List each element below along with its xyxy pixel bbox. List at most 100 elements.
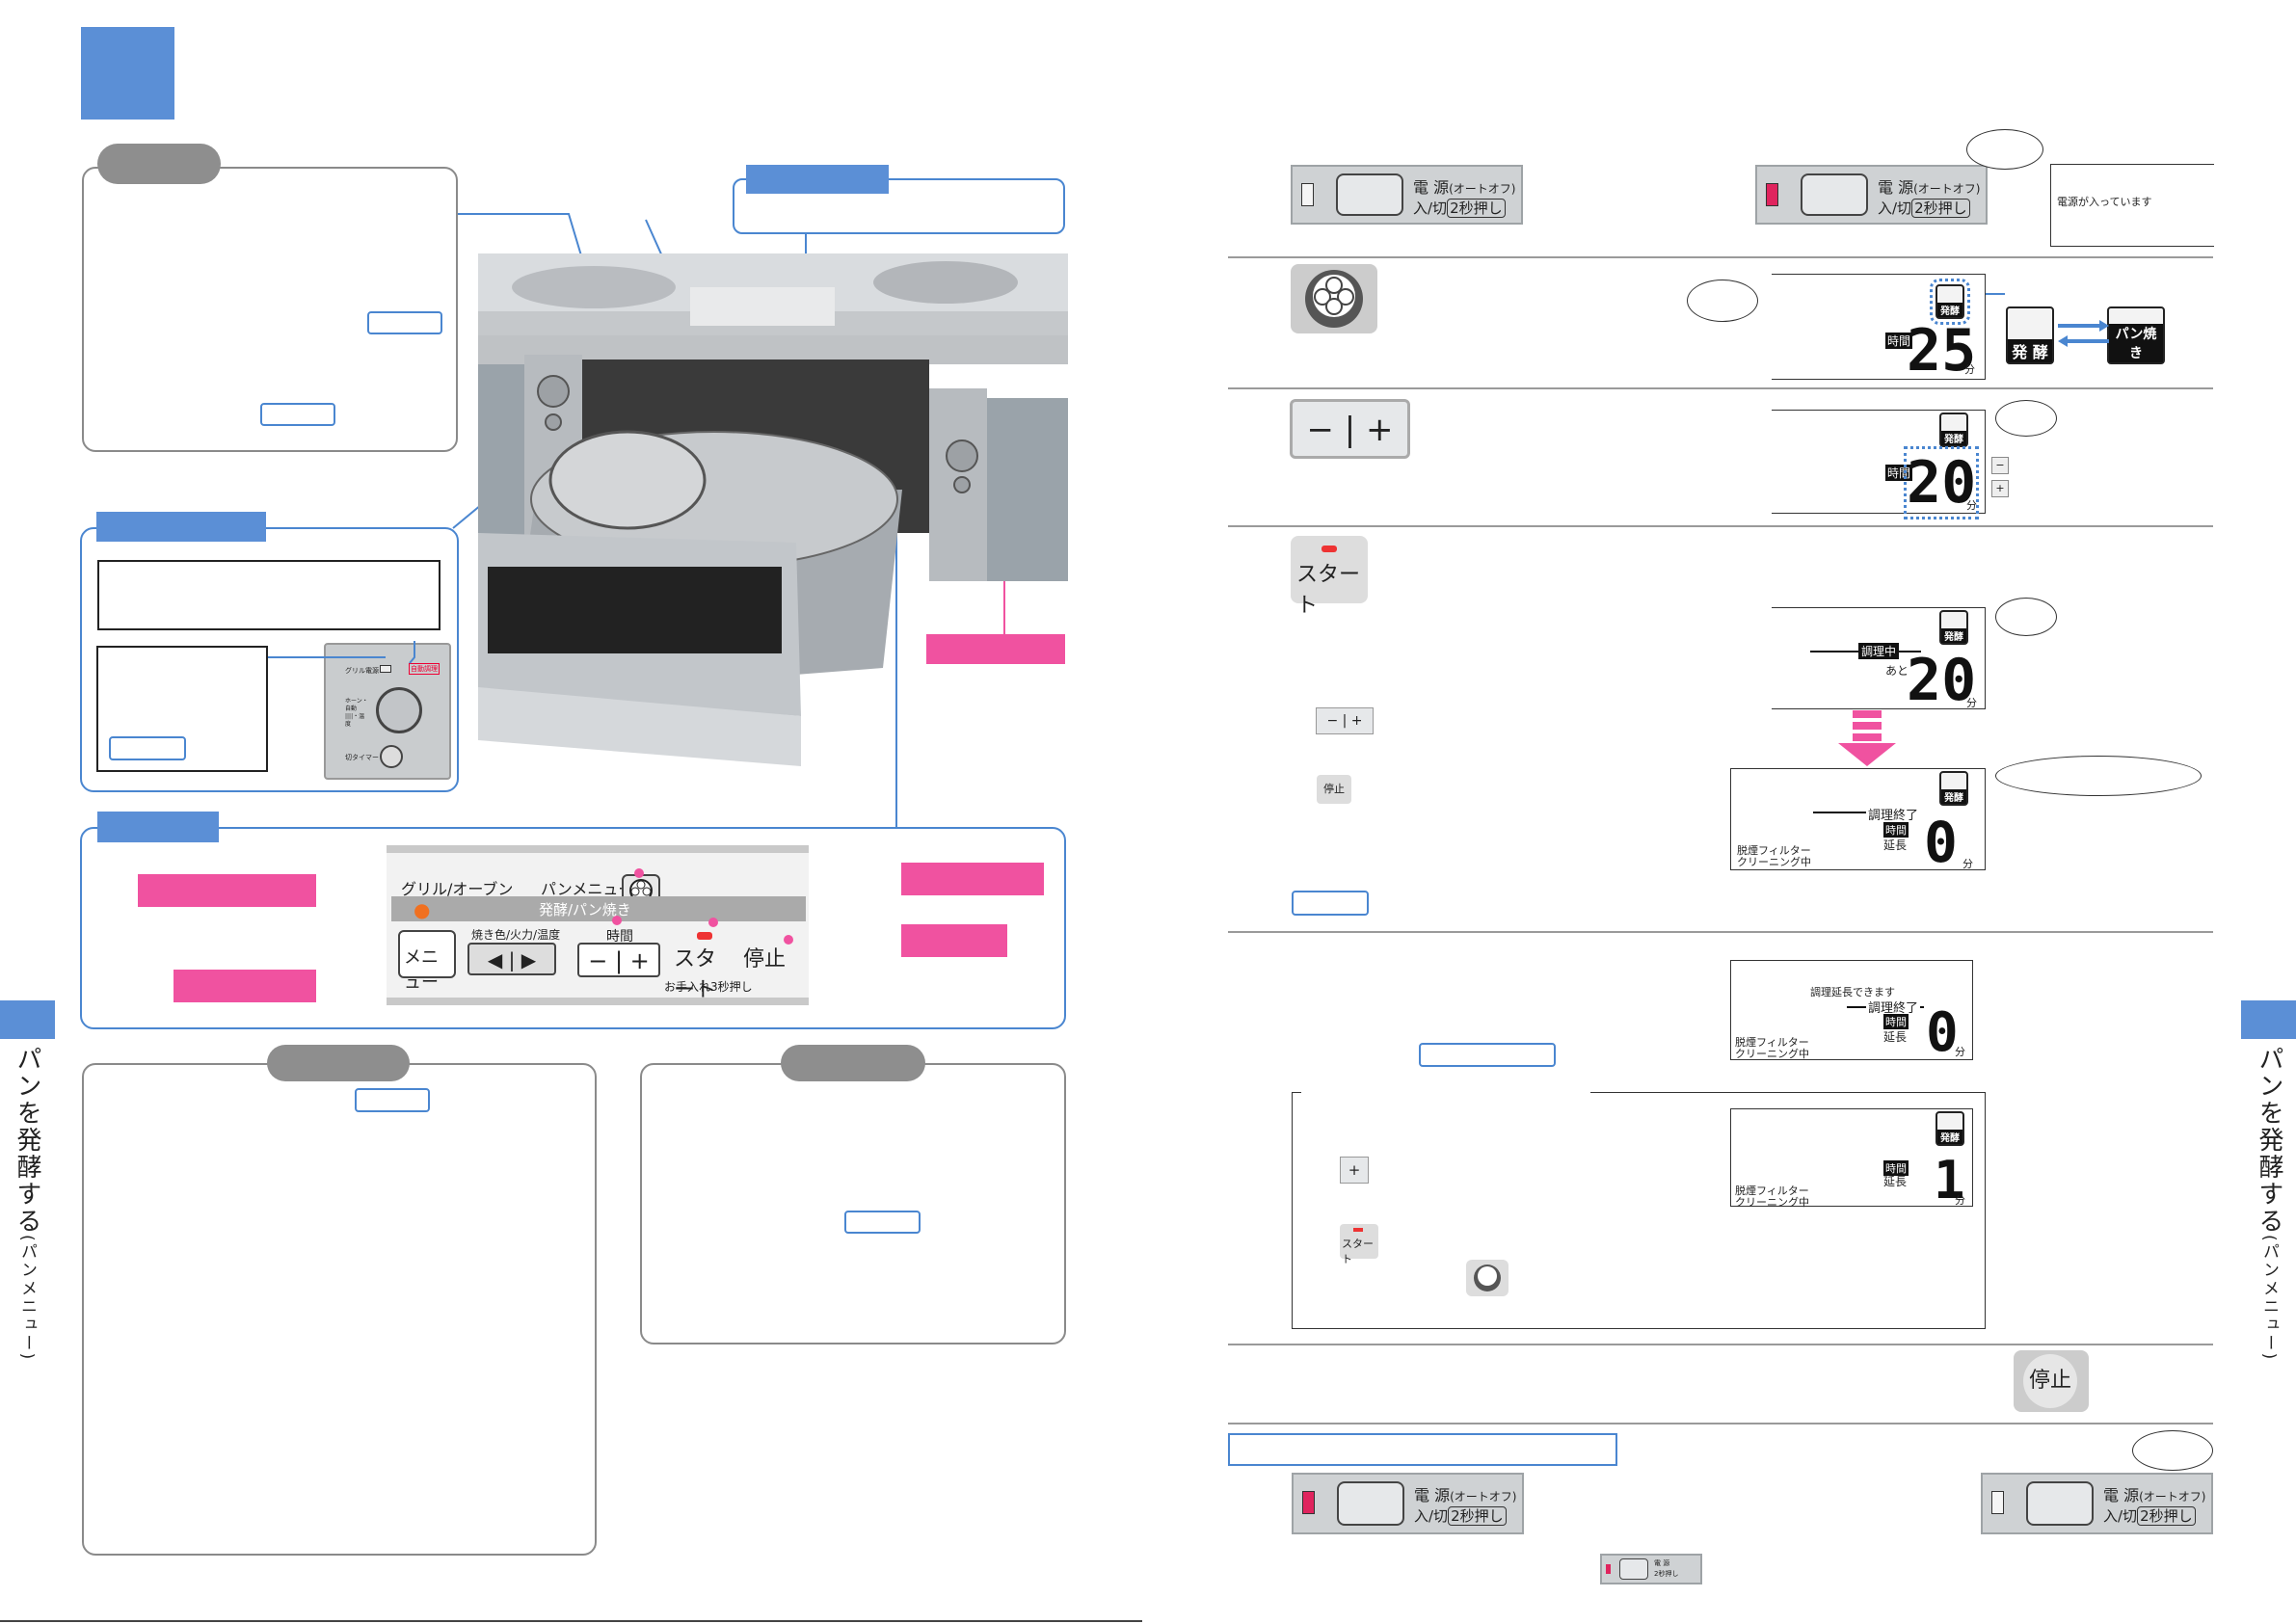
time-label: 時間 [606, 929, 633, 945]
power-auto-on-text: (オートオフ) [1913, 182, 1981, 196]
start-led [697, 932, 712, 940]
pink-tag-start [901, 863, 1044, 895]
filter-label-6b: クリーニング中 [1735, 1196, 1809, 1209]
time-adjust-large[interactable]: − | + [1290, 399, 1410, 459]
down-arrow-icon [1838, 710, 1896, 766]
power-led-off [1301, 183, 1314, 206]
power-button-2[interactable] [1337, 1481, 1404, 1526]
power-button[interactable] [1336, 173, 1403, 216]
menu-button[interactable]: メニュー [398, 930, 456, 993]
ref-button-5[interactable] [844, 1211, 921, 1234]
sidebar-sub-right: (パンメニュー) [2259, 1235, 2279, 1362]
ref-button-1[interactable] [367, 311, 442, 334]
power-auto-text: (オートオフ) [1449, 182, 1516, 196]
power-label-text: 電 源 [1413, 178, 1450, 197]
power-label-on: 電 源(オートオフ) [1878, 174, 1980, 198]
stop-small-label: 停止 [1323, 783, 1345, 795]
sidebar-title-left: パンを発酵する [13, 1046, 41, 1235]
ref-button-4[interactable] [355, 1088, 430, 1112]
grill-dial[interactable] [376, 687, 422, 733]
chouri-chu-label: 調理中 [1858, 643, 1900, 659]
encho-dekimasu-label: 調理延長できます [1810, 986, 1895, 998]
flower-icon [629, 879, 653, 902]
start-icon-ext-label: スタート [1342, 1238, 1374, 1265]
power-button-3[interactable] [2026, 1481, 2094, 1526]
lcd-step5: 調理延長できます 調理終了 時間 延長 0 分 脱煙フィルター クリーニング中 [1730, 960, 1973, 1064]
stove-illustration [478, 253, 1068, 766]
stop-icon-label: 停止 [2028, 1369, 2071, 1393]
pan-menu-icon-ext[interactable] [1466, 1260, 1508, 1296]
auto-cook-label: 自動調理 [409, 663, 440, 675]
closeup-markers [612, 868, 793, 945]
mode-hakko-label: 発 酵 [2008, 339, 2052, 362]
encho-label: 延長 [1883, 839, 1908, 852]
grill-panel-connectors [268, 641, 415, 664]
encho-label-6: 延長 [1883, 1175, 1908, 1188]
time-display-20: 20 [1903, 446, 1980, 519]
down-arrow [1838, 710, 1896, 768]
ref-button-2[interactable] [260, 403, 335, 426]
info-box-bottom-left-tab [267, 1045, 410, 1081]
speech-bubble-6 [2132, 1430, 2213, 1471]
dial-label: ホーン・自動 ||||・温度 [345, 698, 368, 728]
power-auto-2-text: (オートオフ) [1450, 1490, 1517, 1504]
ref-button-3[interactable] [109, 736, 186, 760]
jikan-label-3: 時間 [1885, 465, 1913, 481]
plus-key-ext[interactable]: + [1340, 1157, 1369, 1184]
time-adjust-button[interactable]: − | + [577, 943, 660, 977]
plus-small-key[interactable]: + [1991, 480, 2009, 497]
time-display-0: 0 [1924, 810, 1958, 875]
stop-button[interactable]: 停止 [743, 942, 791, 976]
fun-label-2: 分 [1964, 363, 1975, 376]
speech-bubble-4 [1995, 598, 2057, 636]
encho-label-5: 延長 [1883, 1030, 1908, 1044]
start-icon-large[interactable]: スタート [1291, 536, 1368, 618]
row-divider-2 [1228, 387, 2213, 389]
ref-button-6[interactable] [1292, 891, 1369, 916]
lcd-step2: 発酵 時間 25 分 [1772, 274, 1986, 385]
info-box-tab [97, 144, 221, 184]
power-label: 電 源(オートオフ) [1413, 174, 1515, 198]
timer-label: 切タイマー [345, 754, 379, 761]
jikan-label-2: 時間 [1885, 333, 1913, 349]
mode-hakko-icon: 発 酵 [2006, 306, 2054, 364]
grill-power-led [380, 665, 391, 673]
fun-label-6: 分 [1955, 1046, 1965, 1058]
pan-menu-icon-large[interactable] [1291, 264, 1377, 333]
pink-tag-left-bottom [174, 970, 316, 1002]
hakko-badge-4: 発酵 [1941, 628, 1966, 643]
ref-button-7[interactable] [1419, 1043, 1556, 1067]
hakko-badge-6: 発酵 [1937, 1130, 1962, 1144]
power-button-mini[interactable] [1619, 1558, 1648, 1580]
power-led-mini [1606, 1564, 1611, 1574]
mid-note-box [97, 560, 441, 630]
filter-label-5b: クリーニング中 [1735, 1048, 1809, 1060]
yakiiro-button[interactable]: ◀ | ▶ [467, 943, 556, 975]
power-hold-2-text: 2秒押し [1448, 1506, 1507, 1526]
encho-jikan: 時間 [1883, 822, 1909, 838]
info-box-bottom-right [640, 1063, 1066, 1344]
fun-label-7: 分 [1955, 1194, 1965, 1207]
control-panel-closeup: グリル/オーブン パンメニュー ● 発酵/パン焼き メニュー 焼き色/火力/温度… [387, 845, 809, 1005]
minus-small-key[interactable]: − [1991, 457, 2009, 474]
filter-label-1: 脱煙フィルター [1737, 844, 1811, 857]
stop-small-icon[interactable]: 停止 [1317, 775, 1351, 804]
start-button[interactable]: スタート [674, 942, 735, 1002]
encho-jikan-5: 時間 [1883, 1014, 1909, 1029]
pan-menu-label: パンメニュー [541, 880, 634, 898]
start-icon-ext[interactable]: スタート [1340, 1224, 1378, 1265]
pink-tag-left-top [138, 874, 316, 907]
time-adjust-small[interactable]: − | + [1316, 707, 1374, 734]
timer-knob[interactable] [380, 745, 403, 768]
power-hold-text: 2秒押し [1447, 199, 1506, 218]
stop-icon-large[interactable]: 停止 [2014, 1350, 2089, 1412]
power-sub-2-text: 入/切 [1414, 1507, 1449, 1525]
mode-panyaki-icon: パン焼き [2107, 306, 2165, 364]
control-panel-tag [97, 812, 219, 842]
flower-icon-ext [1474, 1265, 1501, 1291]
power-on-note: 電源が入っています [2057, 196, 2152, 208]
sidebar-label-left: パンを発酵する(パンメニュー) [10, 1046, 45, 1361]
power-button-on[interactable] [1801, 173, 1868, 216]
fish-icon: ● [414, 898, 431, 921]
